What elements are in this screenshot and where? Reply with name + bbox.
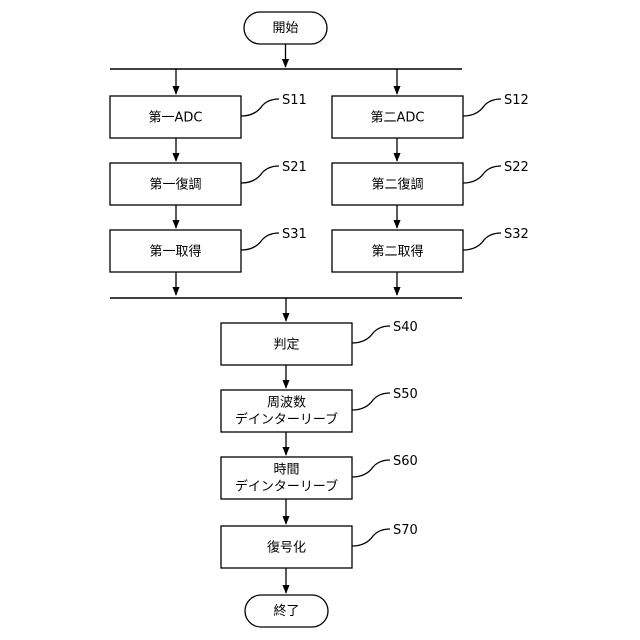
step-label-line-1: 周波数: [267, 396, 306, 411]
step-box-s32: 第二取得 S32: [332, 227, 529, 272]
start-label: 開始: [272, 21, 298, 36]
step-label: 第二取得: [371, 244, 423, 260]
step-label: 第二復調: [371, 177, 423, 193]
left-branch: 第一ADC S11 第一復調 S21 第一取得 S31: [110, 93, 307, 272]
step-id: S12: [504, 93, 529, 108]
step-box-s22: 第二復調 S22: [332, 160, 529, 205]
end-terminal: 終了: [245, 595, 328, 627]
step-box-s12: 第二ADC S12: [332, 93, 529, 138]
step-label-line-1: 時間: [273, 463, 299, 478]
step-leader: [352, 393, 390, 410]
step-leader: [241, 99, 279, 116]
step-leader: [352, 326, 390, 343]
step-leader: [463, 166, 501, 183]
start-terminal: 開始: [244, 12, 327, 44]
step-box-s31: 第一取得 S31: [110, 227, 307, 272]
step-box-s50: 周波数 デインターリーブ S50: [221, 387, 418, 432]
step-id: S22: [504, 160, 529, 175]
step-label: 第二ADC: [371, 111, 425, 126]
step-label: 復号化: [267, 540, 306, 556]
step-label: 第一取得: [149, 244, 201, 260]
step-leader: [463, 99, 501, 116]
step-box-s70: 復号化 S70: [221, 523, 418, 568]
step-leader: [352, 460, 390, 477]
step-id: S32: [504, 227, 529, 242]
step-id: S60: [393, 454, 418, 469]
end-label: 終了: [273, 603, 299, 619]
step-box-s40: 判定 S40: [221, 320, 418, 365]
step-leader: [241, 233, 279, 250]
step-box-s60: 時間 デインターリーブ S60: [221, 454, 418, 499]
step-leader: [463, 233, 501, 250]
step-label: 判定: [273, 338, 299, 353]
step-box-s11: 第一ADC S11: [110, 93, 307, 138]
step-id: S31: [282, 227, 307, 242]
step-leader: [352, 529, 390, 546]
step-label: 第一ADC: [149, 111, 203, 126]
step-leader: [241, 166, 279, 183]
right-branch: 第二ADC S12 第二復調 S22 第二取得 S32: [332, 93, 529, 272]
step-id: S50: [393, 387, 418, 402]
step-box-s21: 第一復調 S21: [110, 160, 307, 205]
step-id: S21: [282, 160, 307, 175]
step-label-line-2: デインターリーブ: [235, 479, 338, 495]
step-label-line-2: デインターリーブ: [235, 412, 338, 428]
step-label: 第一復調: [149, 177, 201, 193]
step-id: S70: [393, 523, 418, 538]
step-id: S11: [282, 93, 307, 108]
step-id: S40: [393, 320, 418, 335]
